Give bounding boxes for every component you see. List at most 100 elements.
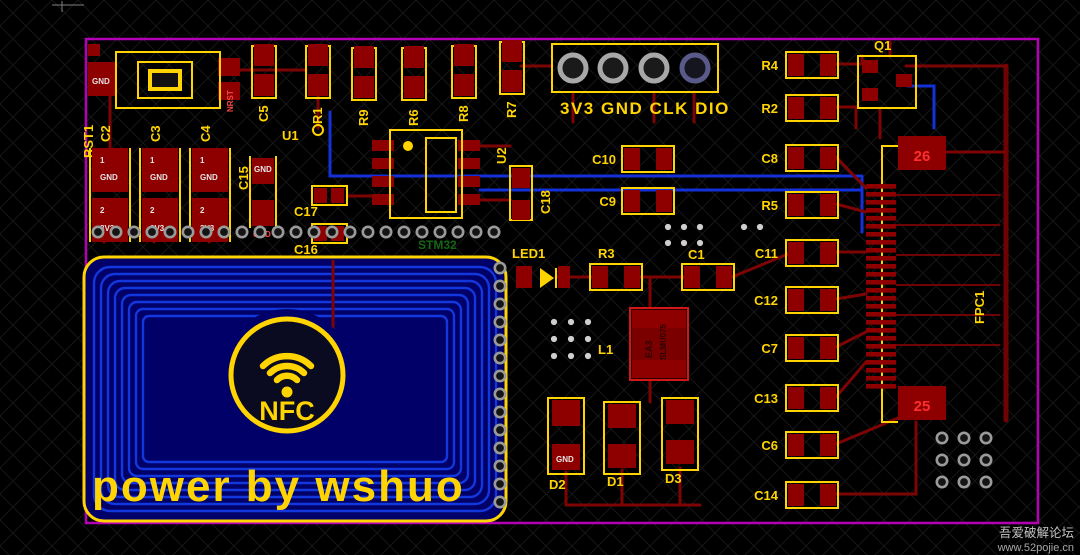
- pad-label: 3V3: [100, 224, 115, 233]
- component-led1[interactable]: LED1: [512, 246, 570, 288]
- component-q1[interactable]: Q1: [857, 38, 917, 109]
- component-r9[interactable]: R9: [351, 46, 377, 126]
- testpoint: [664, 239, 672, 247]
- component-r7[interactable]: R7: [499, 40, 525, 118]
- via: [957, 453, 971, 467]
- component-fpc1[interactable]: 26 25 FPC1: [866, 136, 987, 423]
- fpc-pin-26: 26: [914, 148, 931, 165]
- testpoint: [680, 239, 688, 247]
- via: [493, 495, 507, 509]
- component-c11[interactable]: C11: [755, 239, 839, 267]
- pad: [552, 444, 580, 470]
- pad: [372, 140, 394, 151]
- component-r2[interactable]: R2: [761, 94, 839, 122]
- component-r8[interactable]: R8: [451, 44, 477, 122]
- testpoint: [696, 239, 704, 247]
- component-c5[interactable]: C5: [251, 44, 277, 122]
- pad: [608, 404, 636, 428]
- header-pin-hole: [597, 52, 629, 84]
- refdes-c9: C9: [599, 194, 616, 209]
- nfc-antenna[interactable]: NFC power by wshuo: [82, 255, 508, 523]
- silkscreen-outline: [139, 148, 181, 242]
- component-c9[interactable]: C9: [599, 187, 675, 215]
- component-u2[interactable]: U2: [494, 147, 509, 164]
- pad-label: 1: [150, 156, 155, 165]
- component-r1[interactable]: R1: [305, 44, 331, 124]
- nfc-caption-text: power by wshuo: [92, 462, 465, 511]
- via: [957, 431, 971, 445]
- component-c14[interactable]: C14: [754, 481, 839, 509]
- component-c17[interactable]: C17: [294, 185, 348, 219]
- component-u1[interactable]: U1 STM32: [282, 124, 480, 252]
- refdes-c7: C7: [761, 341, 778, 356]
- testpoint: [584, 352, 592, 360]
- refdes-l1: L1: [598, 342, 613, 357]
- refdes-c8: C8: [761, 151, 778, 166]
- via: [935, 431, 949, 445]
- pin1-marker: [403, 141, 413, 151]
- component-c8[interactable]: C8: [761, 144, 839, 172]
- silkscreen-outline: [137, 61, 193, 99]
- via: [181, 225, 195, 239]
- component-l1[interactable]: EA3 SLMU075 L1: [598, 307, 689, 381]
- pad: [684, 266, 700, 288]
- component-r3[interactable]: R3: [589, 246, 643, 291]
- refdes-led1: LED1: [512, 246, 545, 261]
- component-c12[interactable]: C12: [754, 286, 839, 314]
- pad: [218, 82, 240, 100]
- silkscreen-outline: [621, 145, 675, 173]
- pad-label: GND: [254, 165, 272, 174]
- component-r5[interactable]: R5: [761, 191, 839, 219]
- silkscreen-outline: [547, 397, 585, 475]
- pad: [404, 76, 424, 98]
- via: [325, 225, 339, 239]
- refdes-d1: D1: [607, 474, 624, 489]
- pad: [788, 289, 804, 311]
- component-r4[interactable]: R4: [761, 51, 839, 79]
- pad: [820, 434, 836, 456]
- pad: [820, 337, 836, 359]
- component-c6[interactable]: C6: [761, 431, 839, 459]
- via: [127, 225, 141, 239]
- pad: [666, 400, 694, 424]
- via: [979, 431, 993, 445]
- pad: [666, 440, 694, 464]
- testpoint: [567, 352, 575, 360]
- via: [957, 475, 971, 489]
- refdes-u2: U2: [494, 147, 509, 164]
- component-d3[interactable]: D3: [661, 397, 699, 486]
- component-rst1[interactable]: GND NRST RST1: [81, 44, 240, 158]
- component-c7[interactable]: C7: [761, 334, 839, 362]
- coil-turn: [127, 300, 463, 478]
- via: [493, 351, 507, 365]
- component-d1[interactable]: D1: [603, 401, 641, 489]
- via: [979, 453, 993, 467]
- pad: [218, 58, 240, 76]
- component-c18[interactable]: C18: [509, 165, 553, 221]
- pad: [458, 140, 480, 151]
- component-c1[interactable]: C1: [681, 247, 735, 291]
- pad: [458, 158, 480, 169]
- via: [935, 453, 949, 467]
- pad: [254, 44, 274, 66]
- pad: [354, 46, 374, 68]
- coil-turn: [106, 279, 484, 499]
- programming-header[interactable]: 3V3 GND CLK DIO: [551, 43, 730, 118]
- pad: [820, 97, 836, 119]
- pad: [788, 337, 804, 359]
- component-d2[interactable]: GND D2: [547, 397, 585, 492]
- pad-label: 1: [100, 156, 105, 165]
- component-c13[interactable]: C13: [754, 384, 839, 412]
- via: [493, 333, 507, 347]
- via: [235, 225, 249, 239]
- pad: [516, 266, 532, 288]
- refdes-r3: R3: [598, 246, 615, 261]
- testpoint: [584, 335, 592, 343]
- pad: [624, 148, 640, 170]
- coil-turn: [120, 293, 470, 485]
- component-r6[interactable]: R6: [401, 46, 427, 126]
- refdes-c6: C6: [761, 438, 778, 453]
- component-c10[interactable]: C10: [592, 145, 675, 173]
